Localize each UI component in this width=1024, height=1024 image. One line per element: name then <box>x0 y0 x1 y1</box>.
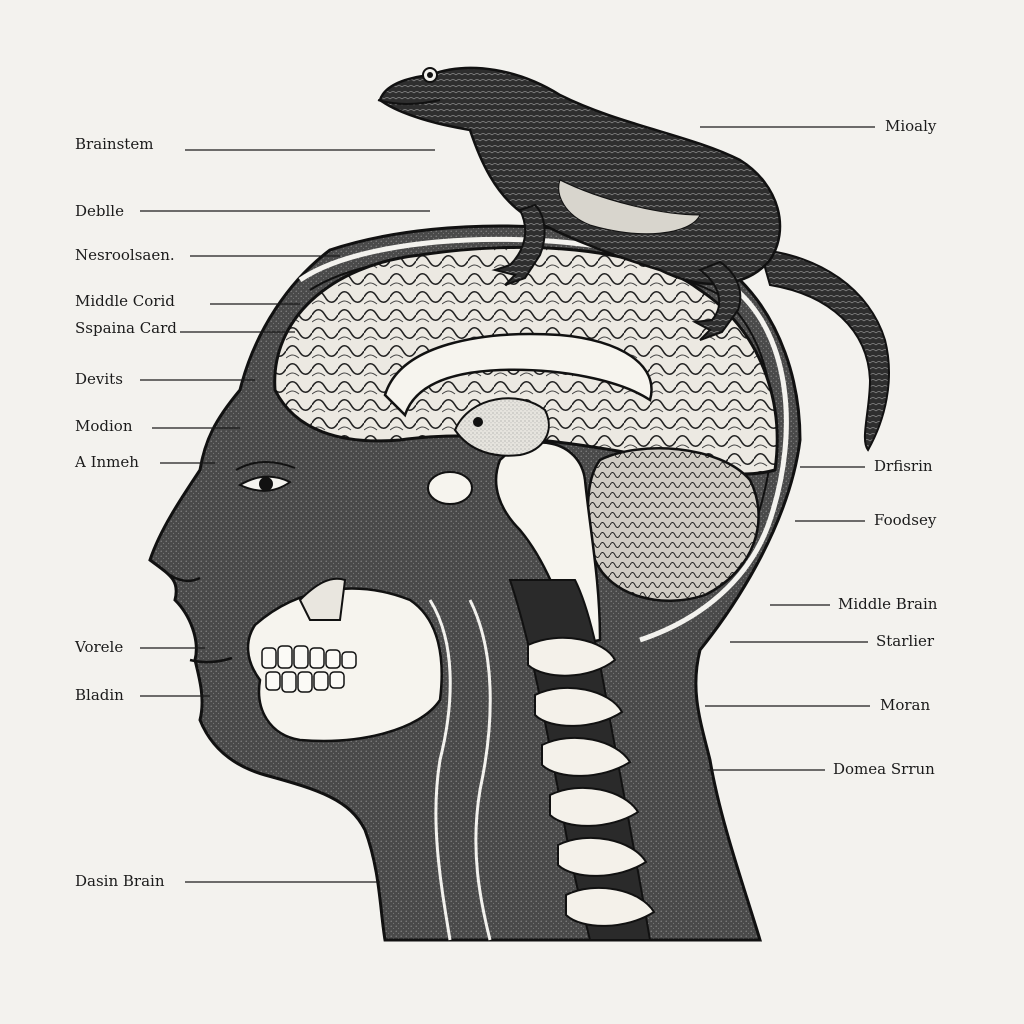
label-deblle: Deblle <box>75 202 124 220</box>
label-vorele: Vorele <box>75 638 124 656</box>
label-middle-corid: Middle Corid <box>75 292 175 310</box>
label-mioaly: Mioaly <box>885 117 937 135</box>
leader-lines-right <box>700 126 875 771</box>
label-moran: Moran <box>880 696 931 714</box>
pituitary <box>427 471 473 505</box>
label-nesroolsaen: Nesroolsaen. <box>75 246 175 264</box>
label-sspaina-card: Sspaina Card <box>75 319 177 337</box>
inner-lizard-icon <box>453 397 550 457</box>
lizard-figure <box>377 66 890 452</box>
label-starlier: Starlier <box>876 632 935 650</box>
label-drfisrin: Drfisrin <box>874 457 933 475</box>
label-middle-brain: Middle Brain <box>838 595 938 613</box>
label-modion: Modion <box>75 417 133 435</box>
airway <box>428 599 492 941</box>
vertebrae <box>527 636 656 927</box>
spinal-column <box>508 579 656 941</box>
label-bladin: Bladin <box>75 686 124 704</box>
label-brainstem: Brainstem <box>75 135 154 153</box>
label-domea-srrun: Domea Srrun <box>833 760 935 778</box>
skull-outline <box>298 236 789 643</box>
leader-lines-left <box>140 149 435 883</box>
label-devits: Devits <box>75 370 123 388</box>
label-dasin-brain: Dasin Brain <box>75 872 165 890</box>
jaw-bone <box>246 577 443 743</box>
teeth <box>261 645 357 693</box>
corpus-callosum <box>383 332 653 418</box>
label-foodsey: Foodsey <box>874 511 937 529</box>
label-a-inmeh: A Inmeh <box>75 453 139 471</box>
cerebrum <box>273 245 779 476</box>
